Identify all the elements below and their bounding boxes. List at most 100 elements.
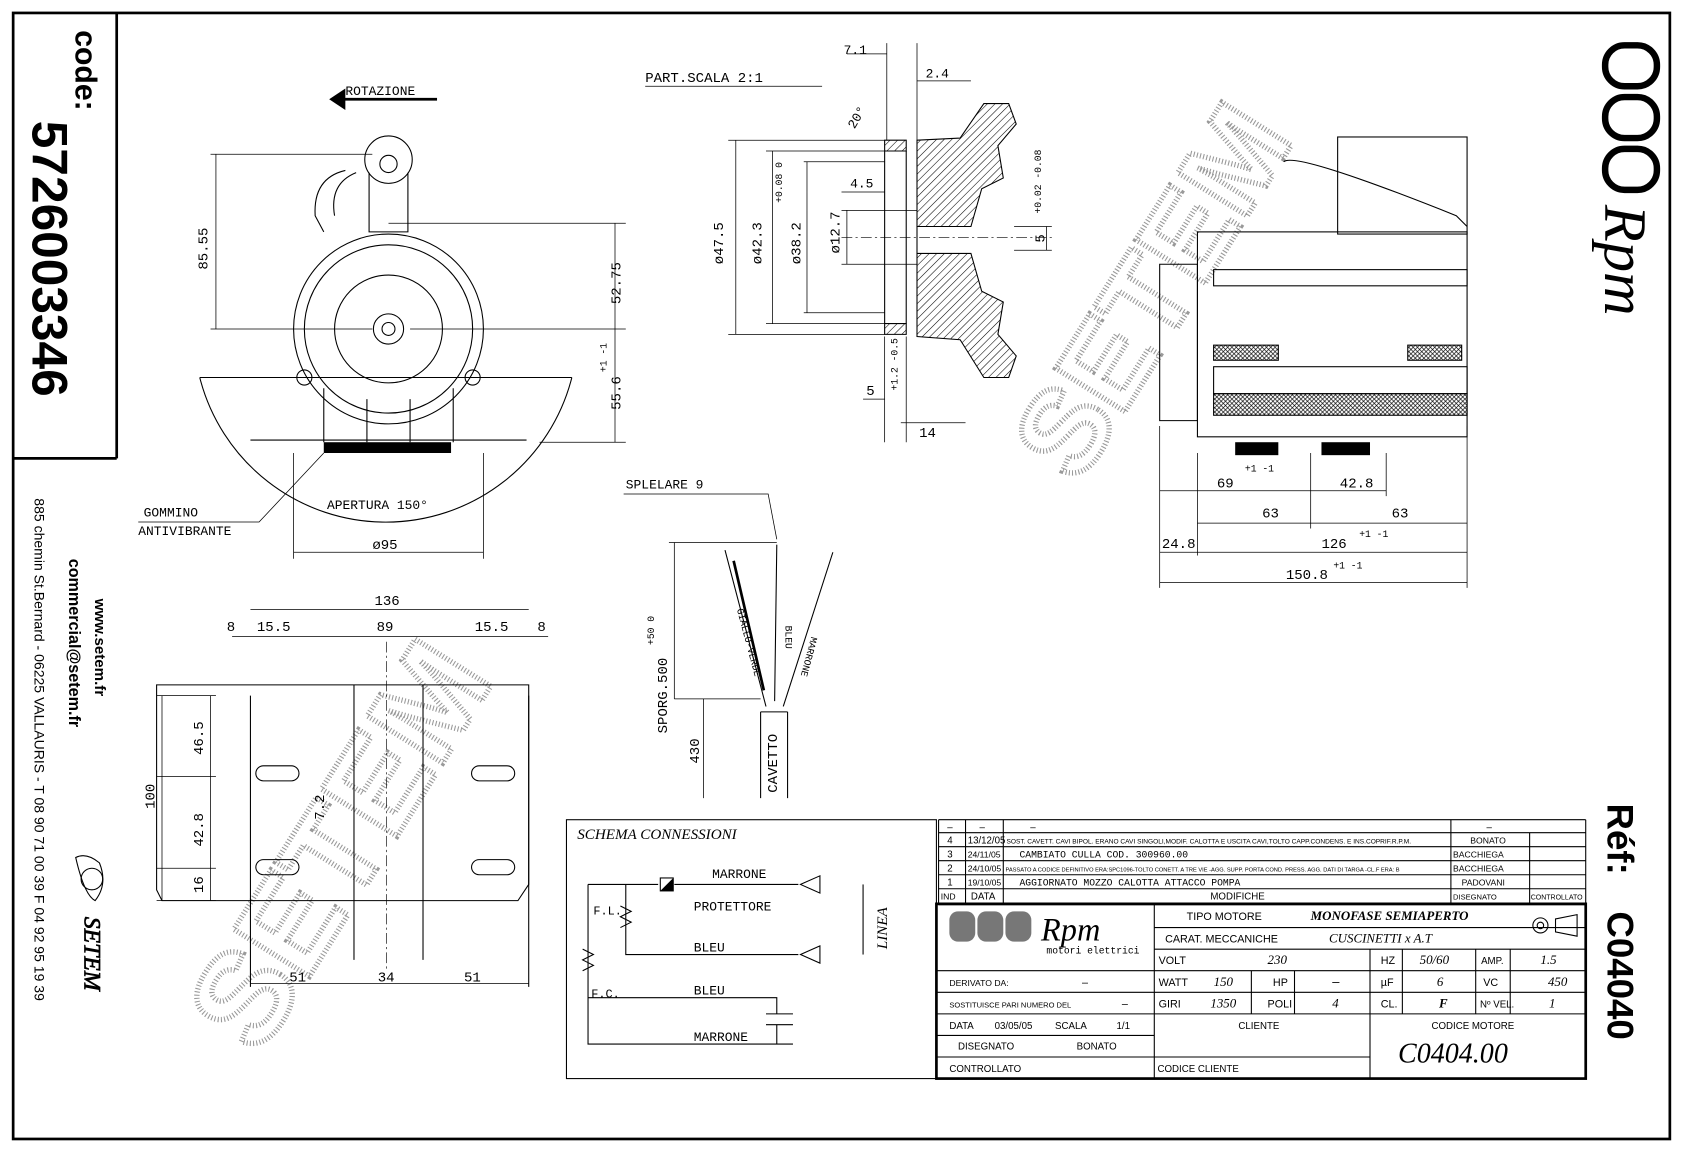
- svg-text:BONATO: BONATO: [1470, 835, 1506, 845]
- ref-label: Réf:: [1599, 804, 1640, 875]
- dim-126-tolerance: +1 -1: [1359, 529, 1388, 540]
- svg-text:SOST. CAVETT. CAVI BIPOL. ERAN: SOST. CAVETT. CAVI BIPOL. ERANO CAVI SIN…: [1007, 838, 1412, 845]
- amp-value: 1.5: [1540, 952, 1557, 967]
- svg-text:BACCHIEGA: BACCHIEGA: [1453, 849, 1504, 859]
- dim-46-5: 46.5: [192, 721, 208, 755]
- sostituisce-label: SOSTITUISCE PARI NUMERO DEL: [949, 1000, 1071, 1009]
- rev-row: 1 19/10/05 AGGIORNATO MOZZO CALOTTA ATTA…: [947, 878, 1505, 889]
- apertura-label: APERTURA 150°: [327, 498, 428, 513]
- vel-value: 1: [1549, 995, 1555, 1010]
- dim-69-tolerance: +1 -1: [1245, 463, 1274, 474]
- schema-marrone2-label: MARRONE: [694, 1030, 749, 1045]
- tipo-motore-label: TIPO MOTORE: [1187, 911, 1262, 923]
- setem-watermark: SETEM: [161, 617, 519, 1071]
- detail-scale-title: PART.SCALA 2:1: [645, 71, 763, 87]
- side-view: 69 +1 -1 42.8 63 63 24.8 126 +1 -1 150.8…: [1159, 136, 1468, 588]
- schema-marrone-label: MARRONE: [712, 867, 767, 882]
- dim-24-8: 24.8: [1162, 537, 1196, 553]
- giri-label: GIRI: [1159, 998, 1181, 1010]
- detail-section-view: PART.SCALA 2:1 7.1 2.4 20° 4.5 ø47.5 ø42…: [645, 43, 1052, 443]
- hp-value: –: [1332, 974, 1340, 989]
- dim-69: 69: [1217, 477, 1234, 493]
- dim-89: 89: [377, 620, 394, 636]
- rev-header-data: DATA: [971, 892, 996, 903]
- dim-55-6-tolerance: +1 -1: [598, 343, 609, 372]
- title-logo-text: Rpm: [1040, 912, 1100, 948]
- dim-150-8-tolerance: +1 -1: [1333, 560, 1362, 571]
- setem-bird-logo-icon: [75, 855, 104, 902]
- codice-motore-value: C0404.00: [1398, 1038, 1508, 1069]
- svg-text:BACCHIEGA: BACCHIEGA: [1453, 863, 1504, 873]
- title-block: Rpm motori elettrici TIPO MOTORE MONOFAS…: [935, 902, 1588, 1080]
- dim-150-8: 150.8: [1286, 568, 1328, 584]
- watt-label: WATT: [1159, 977, 1189, 989]
- address-text: 885 chemin St.Bernard - 06225 VALLAURIS …: [32, 498, 48, 1001]
- cl-label: CL.: [1381, 998, 1398, 1010]
- dim-diameter-38-2: ø38.2: [790, 222, 806, 264]
- dim-42-8-base: 42.8: [192, 813, 208, 847]
- right-panel: Rpm Réf: C04040: [1591, 42, 1661, 1040]
- rotation-label: ROTAZIONE: [345, 84, 415, 99]
- rev-header-controllato: CONTROLLATO: [1531, 895, 1583, 902]
- code-label: code:: [69, 30, 102, 111]
- giri-value: 1350: [1210, 995, 1236, 1010]
- cable-view: SPLELARE 9 SPORG.500 +50 0 430 CAVETTO G…: [623, 478, 834, 799]
- dim-51-left: 51: [289, 971, 306, 987]
- splelare-label: SPLELARE 9: [626, 478, 704, 493]
- hz-label: HZ: [1381, 955, 1396, 967]
- svg-text:CAMBIATO CULLA COD. 300960.00: CAMBIATO CULLA COD. 300960.00: [1019, 849, 1188, 860]
- dim-4-5: 4.5: [850, 177, 873, 192]
- title-logo-subtitle: motori elettrici: [1046, 945, 1139, 956]
- rev-header-ind: IND: [941, 892, 956, 902]
- front-view: ROTAZIONE 85.55 52.75 55.6 +1 -1 ø95 APE…: [138, 84, 626, 559]
- cliente-label: CLIENTE: [1238, 1021, 1279, 1032]
- codice-cliente-label: CODICE CLIENTE: [1158, 1064, 1240, 1075]
- cl-value: F: [1438, 995, 1448, 1010]
- data-value: 03/05/05: [995, 1021, 1033, 1032]
- dim-angle-20: 20°: [845, 104, 870, 132]
- svg-text:1: 1: [947, 878, 952, 889]
- dim-100: 100: [143, 784, 159, 809]
- dim-diameter-47-5: ø47.5: [712, 222, 728, 264]
- dim-8-left: 8: [227, 620, 235, 636]
- dim-126: 126: [1321, 537, 1346, 553]
- rev-blank: –: [947, 823, 953, 834]
- rev-row: 4 13/12/05 SOST. CAVETT. CAVI BIPOL. ERA…: [947, 835, 1506, 846]
- schema-title: SCHEMA CONNESSIONI: [577, 827, 737, 843]
- cavetto-label: CAVETTO: [766, 734, 782, 793]
- codice-motore-label: CODICE MOTORE: [1431, 1021, 1514, 1032]
- dim-16: 16: [192, 876, 208, 893]
- schema-fl-label: F.L.: [593, 905, 621, 919]
- rev-header-disegnato: DISEGNATO: [1453, 893, 1497, 902]
- website-link[interactable]: www.setem.fr: [91, 598, 108, 697]
- svg-text:PADOVANI: PADOVANI: [1462, 878, 1505, 888]
- rpm-title-logo-icon: [949, 911, 1032, 942]
- dim-7-1: 7.1: [844, 43, 868, 58]
- dim-136: 136: [374, 594, 399, 610]
- sostituisce-value: –: [1122, 998, 1128, 1010]
- uf-value: 6: [1437, 974, 1444, 989]
- rev-header-modifiche: MODIFICHE: [1210, 892, 1265, 903]
- rev-blank: –: [980, 823, 986, 834]
- email-link[interactable]: commercial@setem.fr: [65, 559, 83, 728]
- dim-34: 34: [378, 971, 395, 987]
- carat-label: CARAT. MECCANICHE: [1165, 934, 1278, 946]
- rpm-logo-text: Rpm: [1591, 204, 1658, 316]
- svg-text:4: 4: [947, 835, 953, 846]
- rev-row: 3 24/11/05 CAMBIATO CULLA COD. 300960.00…: [947, 849, 1504, 860]
- scala-value: 1/1: [1117, 1021, 1130, 1032]
- gommino-label: GOMMINO: [144, 506, 199, 521]
- dim-diameter-42-3: ø42.3: [751, 222, 767, 264]
- dim-63-right: 63: [1392, 507, 1409, 523]
- rev-row: 2 24/10/05 PASSATO A CODICE DEFINITIVO E…: [947, 863, 1504, 874]
- schema-fc-label: F.C.: [591, 988, 619, 1002]
- antivibrante-label: ANTIVIBRANTE: [138, 524, 231, 539]
- svg-text:2: 2: [947, 863, 952, 874]
- dim-5-tolerance: +0.02 -0.08: [1033, 149, 1044, 213]
- derivato-label: DERIVATO DA:: [949, 978, 1008, 988]
- schema-linea-label: LINEA: [875, 906, 891, 950]
- dim-diameter-12-7: ø12.7: [828, 211, 844, 253]
- disegnato-label: DISEGNATO: [958, 1041, 1015, 1052]
- svg-text:24/11/05: 24/11/05: [968, 849, 1001, 859]
